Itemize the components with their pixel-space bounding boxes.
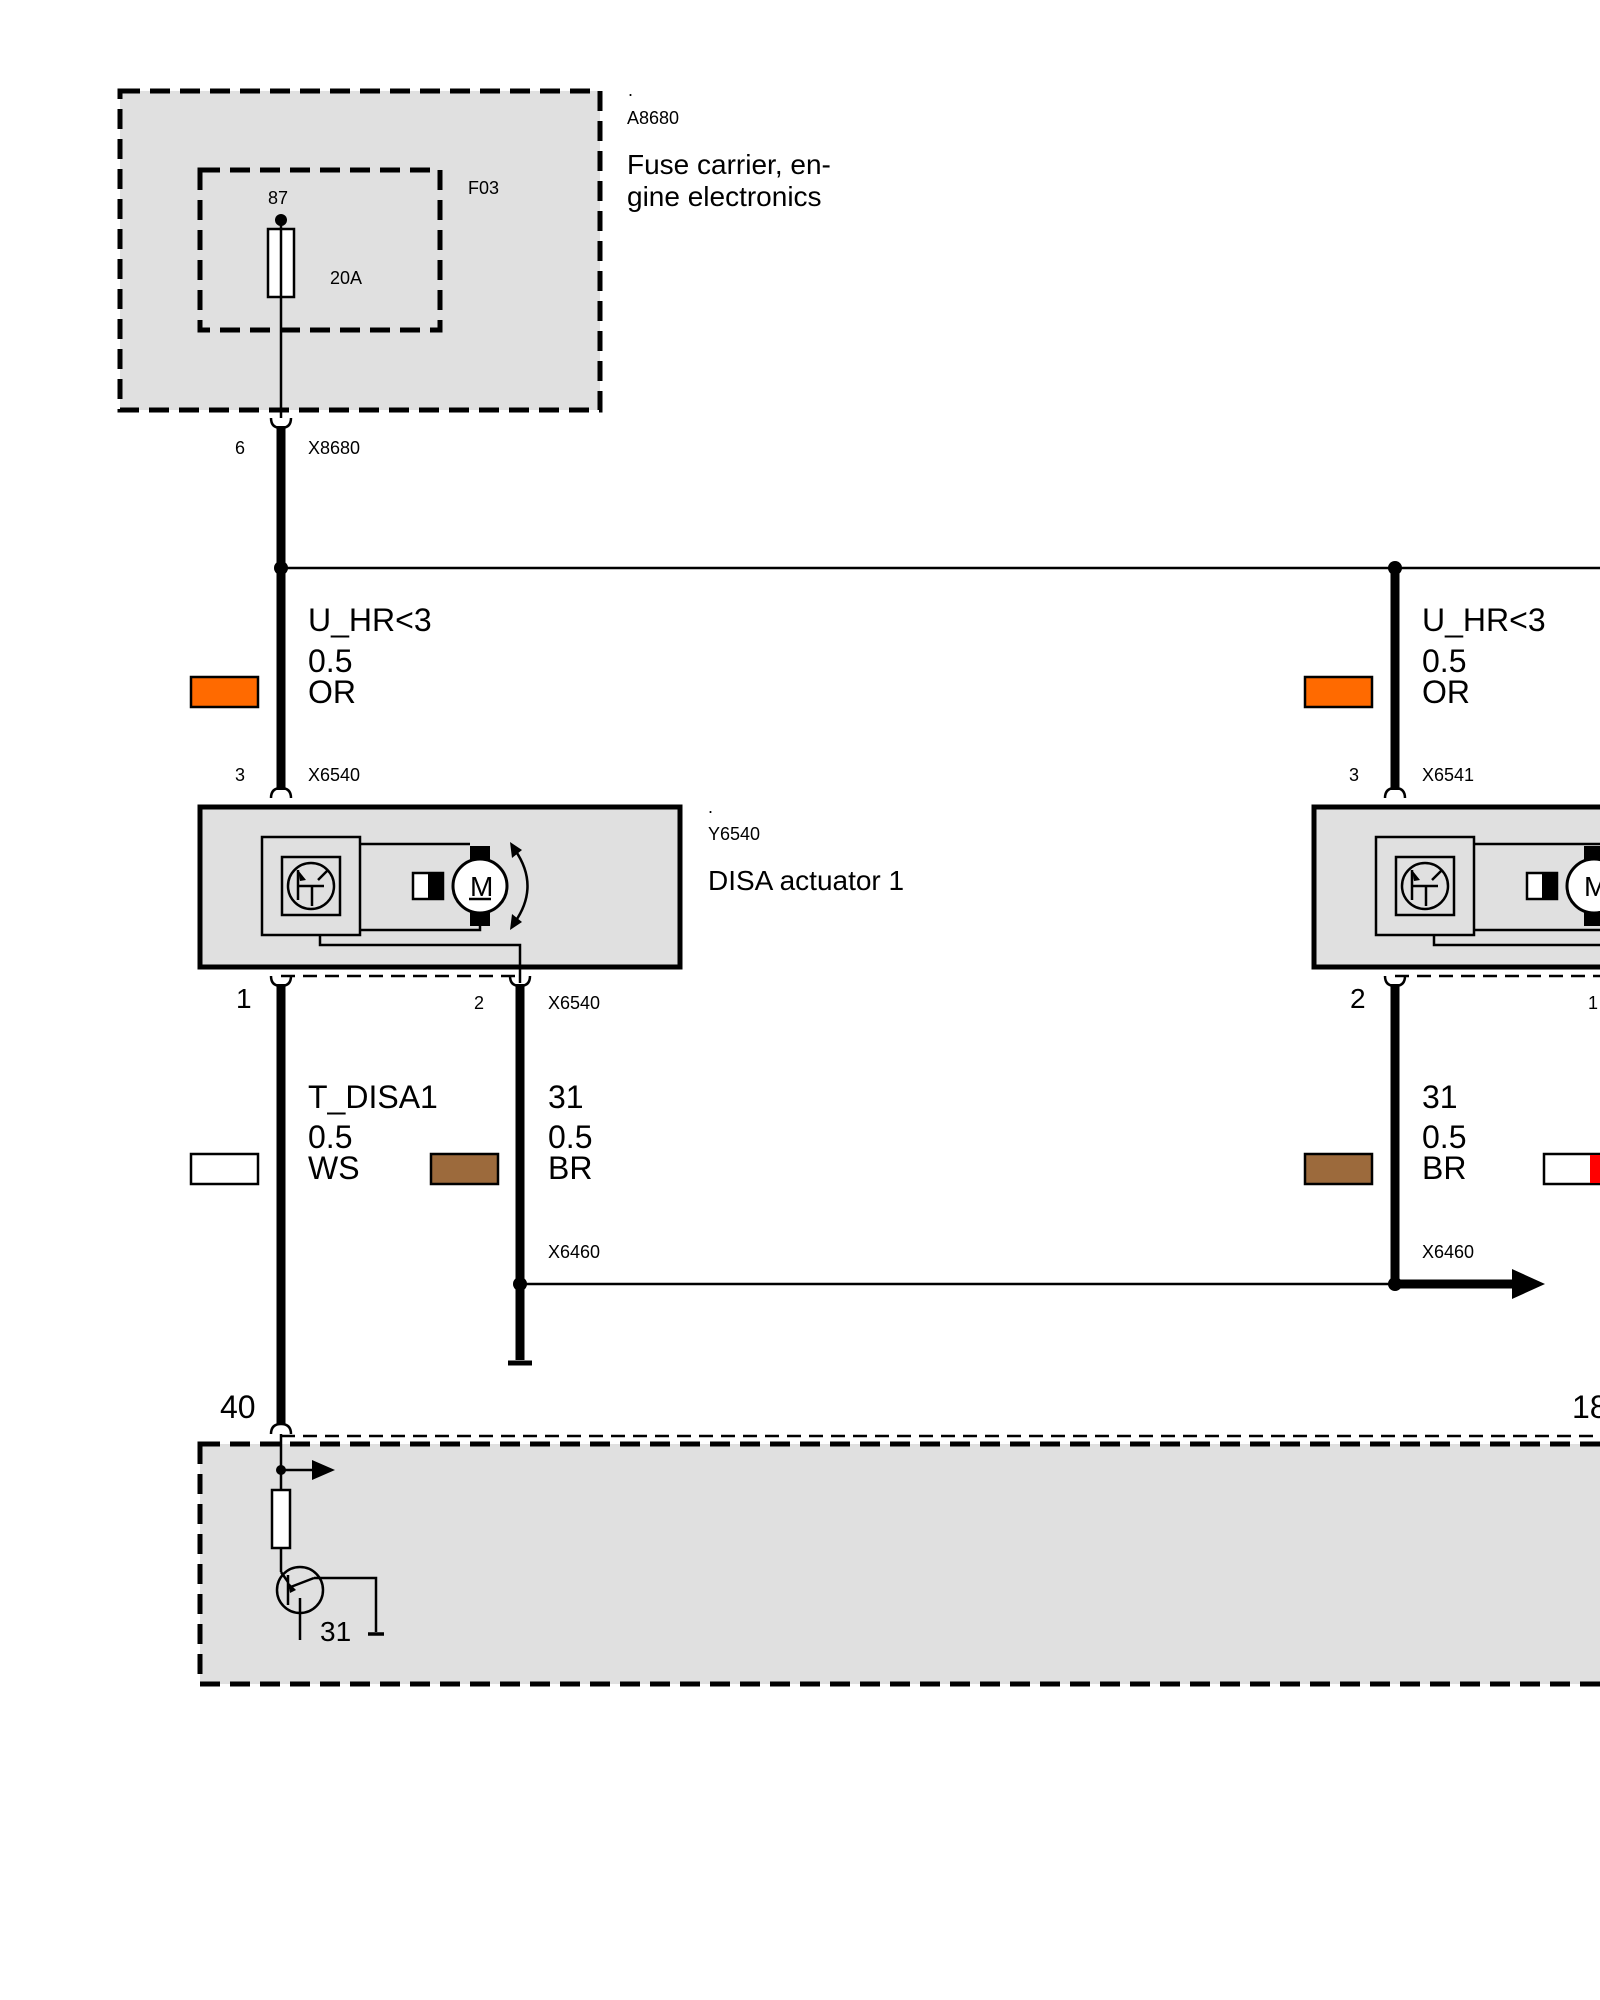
wire-ground-left-swatch (429, 1152, 500, 1186)
fuse-carrier-id: A8680 (627, 108, 679, 128)
wire-left-top-signal: U_HR<3 (308, 602, 432, 638)
actuator-2-pin-right: 1 (1588, 993, 1598, 1013)
actuator-1-module-inner (280, 855, 342, 917)
fuse-rating-label: 20A (330, 268, 362, 288)
fuse-carrier-name-line2: gine electronics (627, 181, 822, 212)
motor-2-label: M (1584, 871, 1600, 902)
actuator-1-pin-right: 2 (474, 993, 484, 1013)
wire-ground-right-size: 0.5 (1422, 1119, 1466, 1155)
wire-t-disa1-swatch (189, 1152, 260, 1186)
connector-x6541-pin: 3 (1349, 765, 1359, 785)
right-edge-swatch-b (1590, 1155, 1600, 1183)
actuator-2-internal-wire-bottom (1432, 935, 1600, 947)
connector-x8680-pin: 6 (235, 438, 245, 458)
control-unit: 40 18 31 (197, 1389, 1600, 1687)
fuse-id-label: F03 (468, 178, 499, 198)
actuator-1-connector-bottom: X6540 (548, 993, 600, 1013)
input-arrow-icon (312, 1460, 335, 1480)
fuse-carrier-a8680: 87 20A F03 (117, 88, 603, 418)
motor-1-label: M (470, 871, 493, 902)
motor-brush-top (470, 846, 490, 860)
motor-brush-bottom (470, 912, 490, 926)
motor-icon (1565, 857, 1600, 915)
wire-right-top-swatch (1303, 675, 1374, 709)
control-unit-pin40-symbol (269, 1422, 293, 1435)
control-unit-ground-label: 31 (320, 1616, 351, 1647)
control-unit-pin-left: 40 (220, 1389, 256, 1425)
splice-x6460-left (513, 1277, 527, 1291)
fuse-carrier-box (117, 88, 603, 413)
wire-ground-left-color-code: BR (548, 1150, 592, 1186)
motor-icon (451, 857, 509, 915)
actuator-1-pin-left: 1 (236, 983, 252, 1014)
actuator-1-module-outer (260, 835, 362, 937)
actuator-1-dot: . (708, 797, 713, 817)
control-unit-box (197, 1441, 1600, 1687)
actuator-1-name: DISA actuator 1 (708, 865, 904, 896)
actuator-2-module-outer (1374, 835, 1476, 937)
wire-ground-left-signal: 31 (548, 1079, 584, 1115)
actuator-1-internal-wire-bottom (318, 935, 522, 983)
rotation-arrow-head-bottom (510, 914, 522, 930)
motor-2-brush-bottom (1584, 912, 1600, 926)
splice-x6460-left-label: X6460 (548, 1242, 600, 1262)
transistor-icon (1400, 861, 1450, 911)
wire-t-disa1-signal: T_DISA1 (308, 1079, 438, 1115)
transistor-icon (286, 861, 336, 911)
position-sensor-fill (428, 873, 443, 899)
rotation-arrow-icon (513, 849, 529, 923)
fuse-carrier-dot: . (628, 80, 633, 100)
wire-ground-right-signal: 31 (1422, 1079, 1458, 1115)
motor-2-brush-top (1584, 846, 1600, 860)
wire-right-top-signal: U_HR<3 (1422, 602, 1546, 638)
transistor-icon (275, 1565, 325, 1640)
wire-t-disa1-color-code: WS (308, 1150, 360, 1186)
wire-left-top-swatch (189, 675, 260, 709)
position-sensor-fill-2 (1542, 873, 1557, 899)
fuse-pin-label: 87 (268, 188, 288, 208)
wire-left-top-color-code: OR (308, 674, 356, 710)
fuse-carrier-name-line1: Fuse carrier, en- (627, 149, 831, 180)
wire-right-top-color-code: OR (1422, 674, 1470, 710)
disa-actuator-1: M (197, 804, 683, 983)
connector-x8680-label: X8680 (308, 438, 360, 458)
connector-x6541-label: X6541 (1422, 765, 1474, 785)
connector-x6540-label: X6540 (308, 765, 360, 785)
wire-ground-right-swatch (1303, 1152, 1374, 1186)
connector-x6541-symbol (1383, 786, 1407, 799)
connector-x6540-pin: 3 (235, 765, 245, 785)
actuator-2-module-inner (1394, 855, 1456, 917)
splice-x6460-right-label: X6460 (1422, 1242, 1474, 1262)
control-unit-pin-right: 18 (1572, 1389, 1600, 1425)
wire-ground-left-size: 0.5 (548, 1119, 592, 1155)
fuse-f03-box (197, 167, 443, 333)
wire-ground-right-color-code: BR (1422, 1150, 1466, 1186)
continuation-arrow-icon (1512, 1269, 1545, 1299)
wire-left-top-size: 0.5 (308, 643, 352, 679)
disa-actuator-2: M (1311, 804, 1600, 970)
ground-lead (314, 1576, 378, 1632)
actuator-1-id: Y6540 (708, 824, 760, 844)
actuator-2-pin-left: 2 (1350, 983, 1366, 1014)
rotation-arrow-head-top (510, 842, 522, 858)
resistor-icon (270, 1488, 292, 1550)
connector-x6540-symbol (269, 786, 293, 799)
wire-t-disa1-size: 0.5 (308, 1119, 352, 1155)
wire-right-top-size: 0.5 (1422, 643, 1466, 679)
